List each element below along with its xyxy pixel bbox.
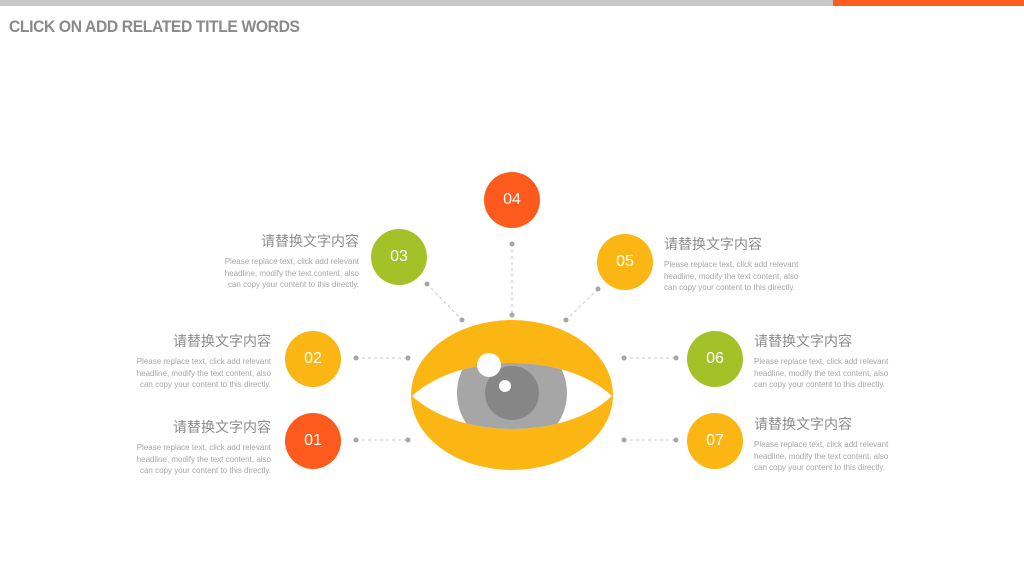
connector-03: [426, 283, 463, 321]
text-block-heading: 请替换文字内容: [261, 233, 359, 249]
node-01-number: 01: [304, 432, 322, 449]
pupil: [485, 366, 539, 420]
text-block-body: Please replace text, click add relevant …: [754, 357, 889, 390]
node-05[interactable]: 05: [597, 234, 653, 290]
text-block-heading: 请替换文字内容: [173, 333, 271, 349]
node-02-number: 02: [304, 350, 322, 367]
node-06[interactable]: 06: [687, 331, 743, 387]
text-block-01: 请替换文字内容 Please replace text, click add r…: [131, 417, 271, 477]
text-block-07: 请替换文字内容 Please replace text, click add r…: [754, 414, 894, 474]
text-block-heading: 请替换文字内容: [173, 419, 271, 435]
node-04-number: 04: [503, 191, 521, 208]
node-01[interactable]: 01: [285, 413, 341, 469]
text-block-body: Please replace text, click add relevant …: [136, 443, 271, 476]
node-03[interactable]: 03: [371, 229, 427, 285]
text-block-body: Please replace text, click add relevant …: [664, 260, 799, 293]
node-07-number: 07: [706, 432, 724, 449]
text-block-body: Please replace text, click add relevant …: [136, 357, 271, 390]
text-block-body: Please replace text, click add relevant …: [754, 440, 889, 473]
top-bar-gray: [0, 0, 833, 6]
top-bar-accent: [833, 0, 1024, 6]
node-07[interactable]: 07: [687, 413, 743, 469]
node-02[interactable]: 02: [285, 331, 341, 387]
text-block-03: 请替换文字内容 Please replace text, click add r…: [219, 231, 359, 291]
page-title: CLICK ON ADD RELATED TITLE WORDS: [9, 17, 300, 36]
connector-05: [565, 288, 599, 321]
node-06-number: 06: [706, 350, 724, 367]
text-block-heading: 请替换文字内容: [664, 236, 762, 252]
connector-lines: [356, 244, 676, 441]
connector-dots: [353, 241, 679, 443]
text-block-heading: 请替换文字内容: [754, 416, 852, 432]
text-block-heading: 请替换文字内容: [754, 333, 852, 349]
node-03-number: 03: [390, 248, 408, 265]
eye-highlight-large: [477, 353, 501, 377]
eye-highlight-small: [499, 380, 511, 392]
text-block-05: 请替换文字内容 Please replace text, click add r…: [664, 234, 804, 294]
node-04[interactable]: 04: [484, 172, 540, 228]
eye-icon: [411, 320, 613, 470]
text-block-06: 请替换文字内容 Please replace text, click add r…: [754, 331, 894, 391]
text-block-02: 请替换文字内容 Please replace text, click add r…: [131, 331, 271, 391]
text-block-body: Please replace text, click add relevant …: [224, 257, 359, 290]
node-05-number: 05: [616, 253, 634, 270]
